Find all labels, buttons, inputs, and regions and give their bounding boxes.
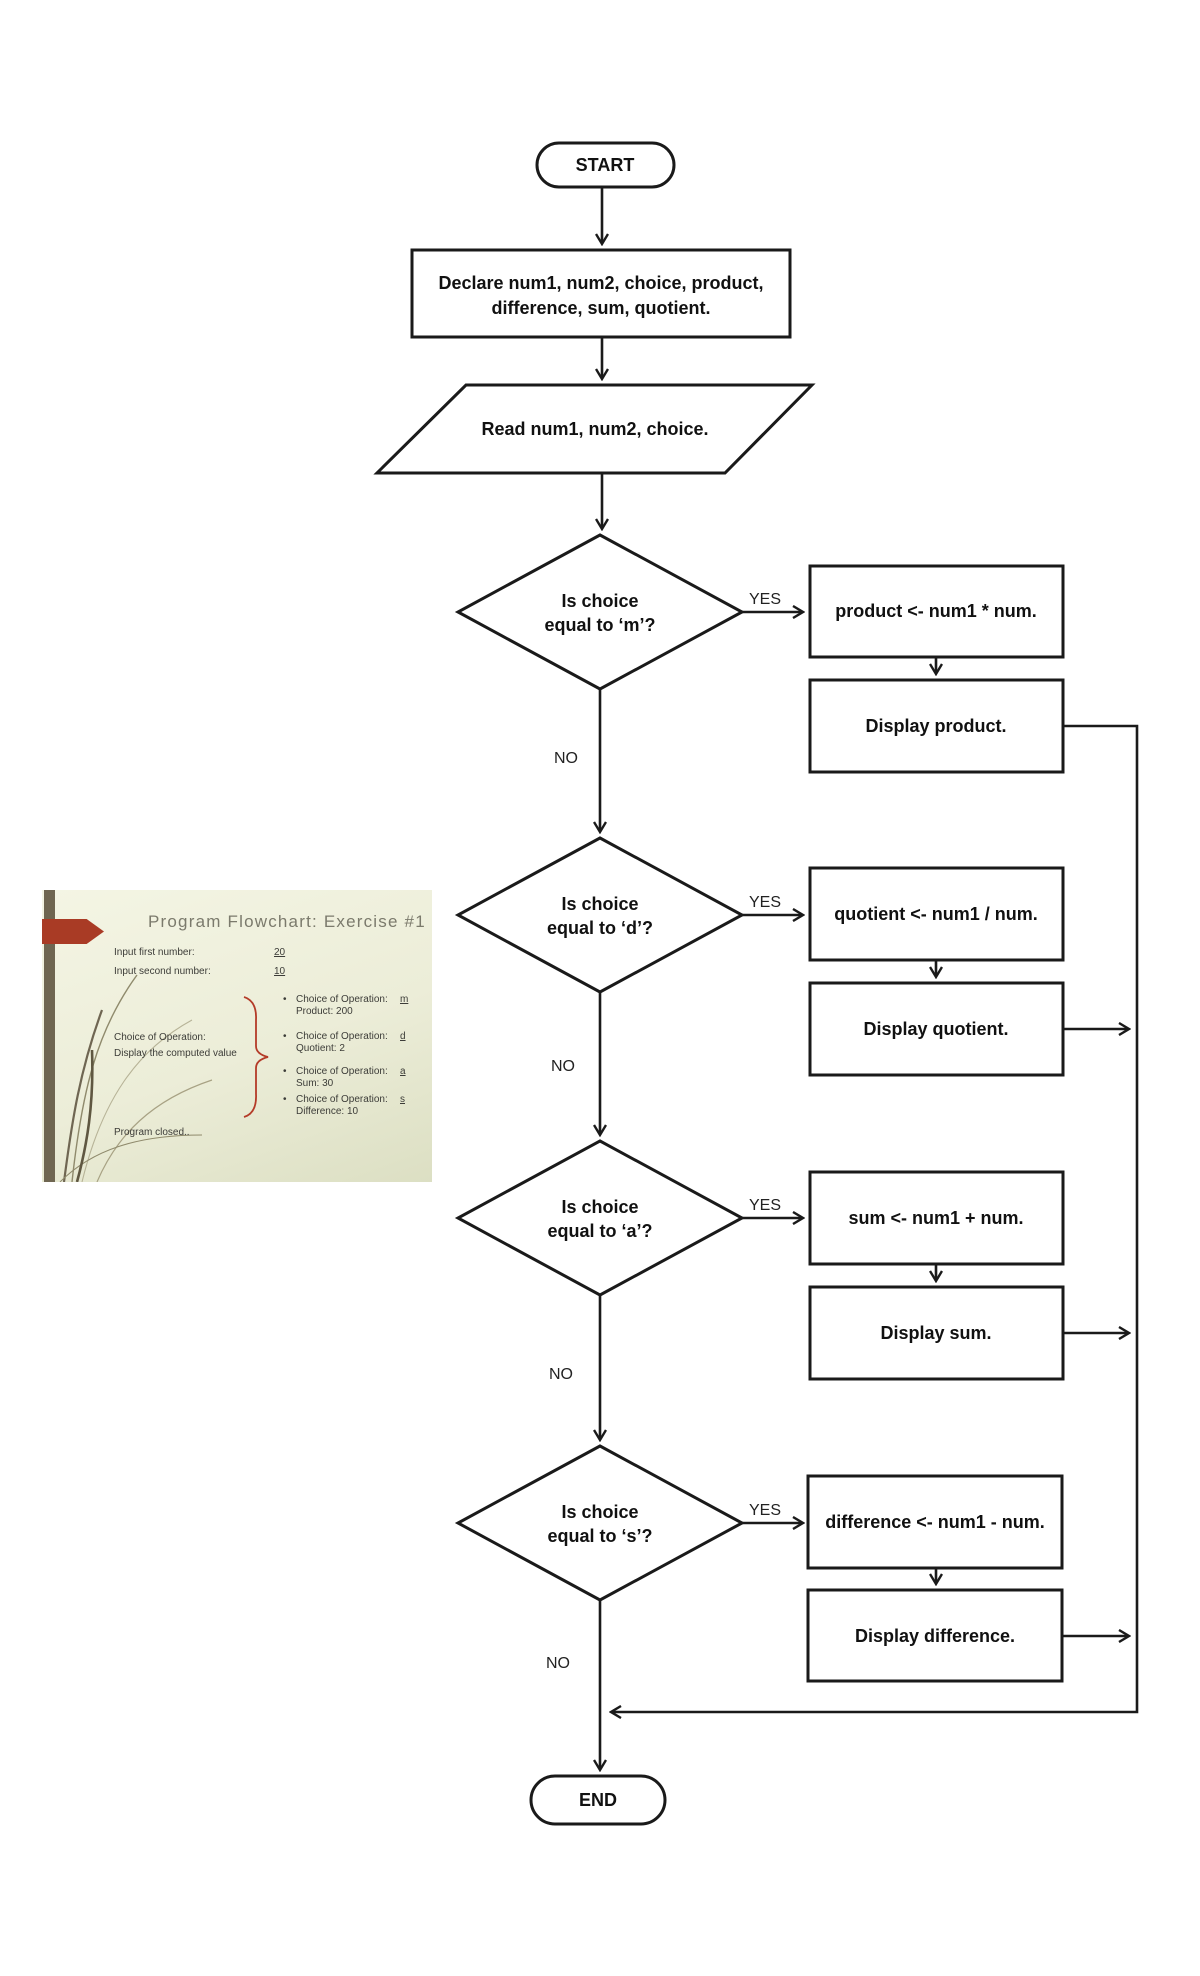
bullet-icon: • xyxy=(283,1094,287,1105)
input-second-number-value: 10 xyxy=(274,966,286,977)
choice-of-operation-label: Choice of Operation: xyxy=(114,1032,206,1043)
choice-letter-m: m xyxy=(400,994,409,1005)
decision-3-q2: equal to ‘a’? xyxy=(547,1221,652,1241)
read-text: Read num1, num2, choice. xyxy=(481,419,708,439)
action-4-box: difference <- num1 - num. xyxy=(806,1474,1064,1570)
bullet-icon: • xyxy=(283,1031,287,1042)
read-parallelogram: Read num1, num2, choice. xyxy=(373,383,816,475)
no-label-4: NO xyxy=(546,1655,570,1672)
decision-1-diamond: Is choice equal to ‘m’? xyxy=(454,533,746,691)
yes-label-4: YES xyxy=(749,1502,781,1519)
input-first-number-label: Input first number: xyxy=(114,947,195,958)
display-2-box: Display quotient. xyxy=(808,981,1065,1077)
end-node: END xyxy=(529,1774,667,1826)
action-1-box: product <- num1 * num. xyxy=(808,564,1065,659)
yes-label-3: YES xyxy=(749,1197,781,1214)
start-label: START xyxy=(576,155,635,175)
inset-slide: Program Flowchart: Exercise #1 Input fir… xyxy=(42,890,432,1182)
bullet-icon: • xyxy=(283,994,287,1005)
input-second-number-label: Input second number: xyxy=(114,966,211,977)
yes-label-1: YES xyxy=(749,591,781,608)
declare-line2: difference, sum, quotient. xyxy=(491,298,710,318)
choice-of-operation-sub: Display the computed value xyxy=(114,1048,237,1059)
choice-of-operation-block: Choice of Operation: Display the compute… xyxy=(114,1030,237,1062)
end-label: END xyxy=(579,1790,617,1810)
display-1-text: Display product. xyxy=(865,716,1006,736)
no-label-2: NO xyxy=(551,1058,575,1075)
display-4-text: Display difference. xyxy=(855,1626,1015,1646)
choice-letter-a: a xyxy=(400,1066,406,1077)
decision-4-q2: equal to ‘s’? xyxy=(547,1526,652,1546)
decision-2-q2: equal to ‘d’? xyxy=(547,918,653,938)
bullet-icon: • xyxy=(283,1066,287,1077)
action-1-text: product <- num1 * num. xyxy=(835,601,1037,621)
decision-1-q1: Is choice xyxy=(561,591,638,611)
slide-sidebar-stripe xyxy=(44,890,55,1182)
action-2-box: quotient <- num1 / num. xyxy=(808,866,1065,962)
red-brace-icon xyxy=(243,996,269,1118)
result-product: Product: 200 xyxy=(296,1006,353,1017)
declare-box: Declare num1, num2, choice, product, dif… xyxy=(410,248,792,339)
input-first-number-row: Input first number: 20 xyxy=(114,947,285,958)
decision-4-diamond: Is choice equal to ‘s’? xyxy=(454,1444,746,1602)
result-quotient: Quotient: 2 xyxy=(296,1043,345,1054)
display-2-text: Display quotient. xyxy=(863,1019,1008,1039)
result-sum: Sum: 30 xyxy=(296,1078,334,1089)
display-4-box: Display difference. xyxy=(806,1588,1064,1683)
action-4-text: difference <- num1 - num. xyxy=(825,1512,1045,1532)
result-difference: Difference: 10 xyxy=(296,1106,359,1117)
decision-3-q1: Is choice xyxy=(561,1197,638,1217)
decision-2-q1: Is choice xyxy=(561,894,638,914)
decision-2-diamond: Is choice equal to ‘d’? xyxy=(454,836,746,994)
slide-swirl-decoration-icon xyxy=(59,974,213,1182)
display-3-text: Display sum. xyxy=(880,1323,991,1343)
decision-4-q1: Is choice xyxy=(561,1502,638,1522)
decision-3-diamond: Is choice equal to ‘a’? xyxy=(454,1139,746,1297)
input-first-number-value: 20 xyxy=(274,947,286,958)
yes-label-2: YES xyxy=(749,894,781,911)
decision-1-q2: equal to ‘m’? xyxy=(544,615,655,635)
display-1-box: Display product. xyxy=(808,678,1065,774)
action-2-text: quotient <- num1 / num. xyxy=(834,904,1038,924)
slide-title: Program Flowchart: Exercise #1 xyxy=(148,912,426,931)
no-label-1: NO xyxy=(554,750,578,767)
action-3-text: sum <- num1 + num. xyxy=(848,1208,1023,1228)
display-3-box: Display sum. xyxy=(808,1285,1065,1381)
choice-letter-s: s xyxy=(400,1094,405,1105)
no-label-3: NO xyxy=(549,1366,573,1383)
start-node: START xyxy=(535,141,676,189)
action-3-box: sum <- num1 + num. xyxy=(808,1170,1065,1266)
input-second-number-row: Input second number: 10 xyxy=(114,966,285,977)
return-trunk-line xyxy=(612,724,1139,1712)
choice-letter-d: d xyxy=(400,1031,406,1042)
declare-line1: Declare num1, num2, choice, product, xyxy=(438,273,763,293)
program-closed-text: Program closed.. xyxy=(114,1127,190,1138)
